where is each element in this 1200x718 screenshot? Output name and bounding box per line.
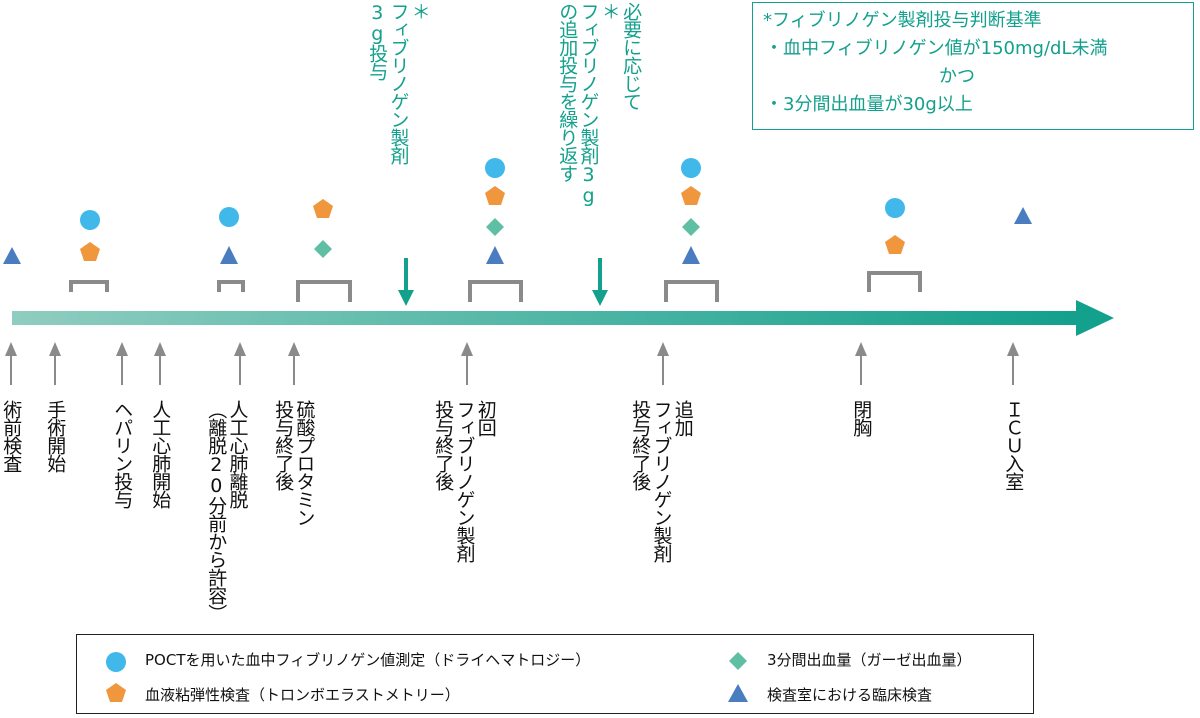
event-label-protamine: 硫酸プロタミン 投与終了後 (272, 400, 316, 526)
event-label-first-dose: 初回 フィブリノゲン製剤 投与終了後 (432, 400, 497, 562)
pointer-additional-dose (657, 342, 669, 385)
triangle-marker (1014, 207, 1032, 224)
legend-box: POCTを用いた血中フィブリノゲン値測定（ドライヘマトロジー） 血液粘弾性検査（… (76, 634, 1034, 714)
criteria-line-2: かつ (939, 66, 975, 87)
annotation-repeat-dose: 必要に応じて ＊ フィブリノゲン製剤3g の追加投与を繰り返す (556, 2, 643, 206)
pointer-closure (855, 342, 867, 385)
legend-bleeding-label: 3分間出血量（ガーゼ出血量） (767, 651, 972, 669)
pointer-preop (5, 342, 17, 385)
event-label-preop: 術前検査 (0, 400, 23, 472)
criteria-box: *フィブリノゲン製剤投与判断基準 ・血中フィブリノゲン値が150mg/dL未満 … (752, 2, 1194, 130)
triangle-marker (486, 246, 504, 264)
pointer-surgery-start (49, 342, 61, 385)
pentagon-marker (681, 186, 701, 205)
timeline-arrowhead (1076, 300, 1114, 336)
legend-diamond-icon (729, 652, 747, 670)
triangle-marker (3, 247, 21, 264)
pointer-cpb-wean (234, 342, 246, 385)
bracket-closure (867, 271, 922, 292)
bracket-first-dose (468, 280, 523, 302)
pentagon-marker (885, 235, 905, 254)
legend-markers (106, 652, 748, 702)
criteria-line-3: ・3分間出血量が30g以上 (765, 94, 973, 115)
event-label-cpb-wean: 人工心肺離脱 （離脱20分前から許容） (205, 400, 249, 622)
bracket-additional-dose (664, 280, 719, 302)
legend-lab-label: 検査室における臨床検査 (767, 686, 933, 704)
legend-pentagon-icon (106, 683, 126, 702)
event-label-closure: 閉胸 (850, 400, 873, 436)
dose-arrow-1 (398, 258, 414, 306)
triangle-marker (220, 246, 238, 264)
dose-arrow-2 (592, 258, 608, 306)
timeline-axis (12, 311, 1080, 325)
legend-viscoelastic-label: 血液粘弾性検査（トロンボエラストメトリー） (145, 686, 460, 704)
markers (3, 158, 1032, 264)
pentagon-marker (485, 186, 505, 205)
legend-poct-label: POCTを用いた血中フィブリノゲン値測定（ドライヘマトロジー） (145, 651, 591, 669)
bracket-protamine (296, 280, 352, 302)
circle-marker (681, 158, 701, 178)
legend-triangle-icon (728, 684, 748, 702)
pointer-heparin (116, 342, 128, 385)
legend-circle-icon (106, 652, 126, 672)
circle-marker (80, 210, 100, 230)
event-label-additional-dose: 追加 フィブリノゲン製剤 投与終了後 (629, 400, 694, 562)
diamond-marker (486, 218, 504, 236)
event-label-icu: ＩＣＵ入室 (1002, 400, 1025, 490)
event-label-cpb-start: 人工心肺開始 (149, 400, 172, 508)
bracket-heparin (69, 280, 109, 292)
circle-marker (885, 198, 905, 218)
event-pointers (5, 342, 1019, 385)
diamond-marker (314, 240, 332, 258)
pointer-icu (1007, 342, 1019, 385)
triangle-marker (682, 246, 700, 264)
pointer-first-dose (461, 342, 473, 385)
criteria-title: *フィブリノゲン製剤投与判断基準 (763, 10, 1042, 31)
bracket-cpb-wean (217, 280, 245, 292)
event-label-surgery-start: 手術開始 (44, 400, 67, 472)
event-label-heparin: ヘパリン投与 (111, 400, 134, 508)
diamond-marker (682, 218, 700, 236)
pointer-protamine (288, 342, 300, 385)
criteria-line-1: ・血中フィブリノゲン値が150mg/dL未満 (765, 38, 1108, 59)
pentagon-marker (313, 199, 333, 218)
pentagon-marker (80, 242, 100, 261)
pointer-cpb-start (154, 342, 166, 385)
annotation-first-dose: ＊ フィブリノゲン製剤 3g投与 (366, 2, 431, 164)
circle-marker (219, 207, 239, 227)
circle-marker (485, 158, 505, 178)
